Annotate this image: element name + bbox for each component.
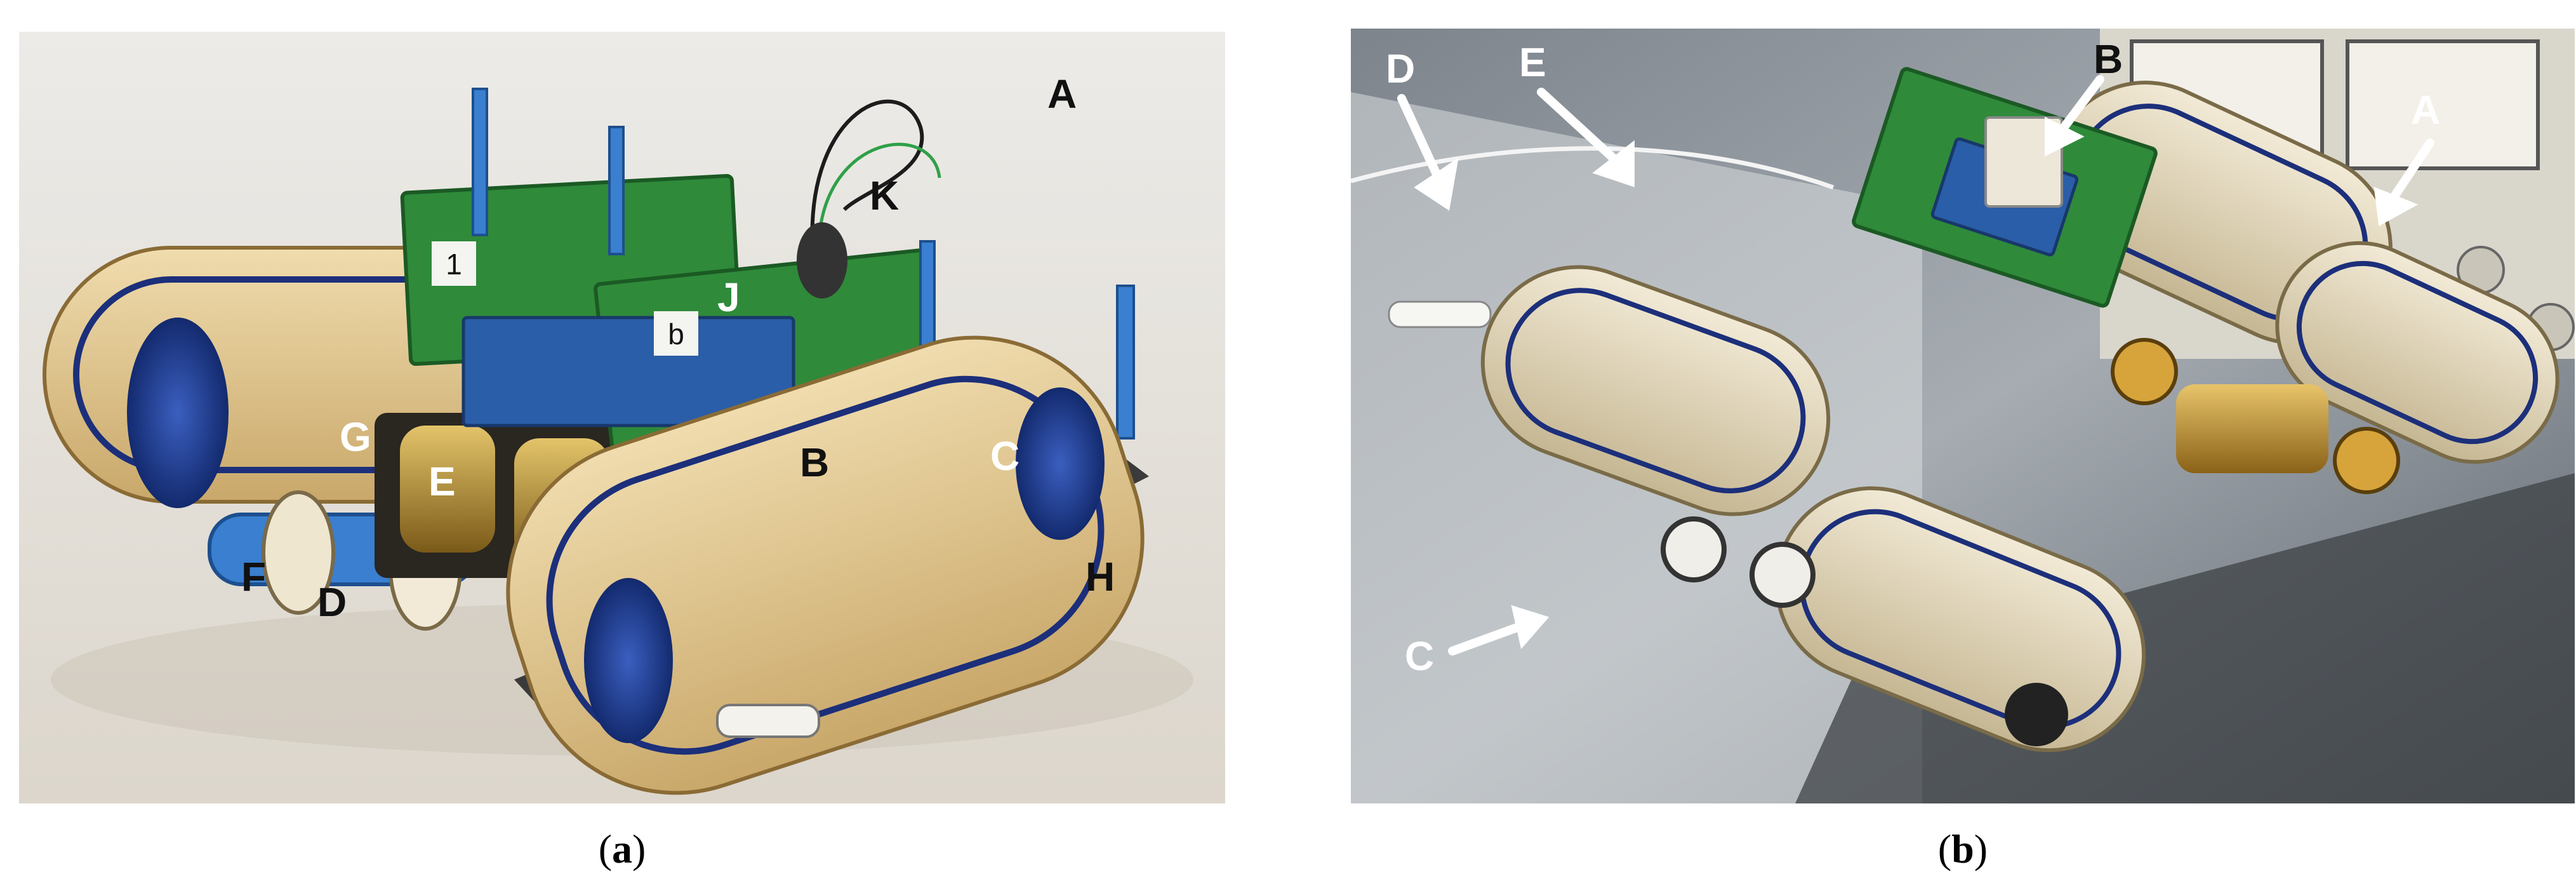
arrow-a-head — [2374, 187, 2419, 227]
track-front-right — [506, 335, 1149, 795]
label-e: E — [428, 459, 456, 504]
arrows — [1397, 75, 2434, 655]
board-mark-left — [432, 241, 476, 286]
caption-a-letter: a — [612, 826, 632, 871]
wire-green — [817, 142, 941, 242]
sprocket — [2005, 683, 2068, 746]
caption-b-open: ( — [1937, 826, 1952, 871]
arrow-a — [2387, 138, 2434, 205]
arrow-d — [1397, 94, 1444, 185]
label-a: A — [2411, 87, 2440, 133]
axle-end — [1388, 300, 1492, 328]
arrow-c — [1448, 621, 1527, 655]
label-e: E — [1519, 39, 1546, 85]
photo-panel-a: 1 b A B C D E F G H — [19, 32, 1225, 803]
label-d: D — [317, 579, 347, 625]
robot-photo-a: 1 b A B C D E F G H — [19, 32, 1225, 803]
couplers — [1388, 300, 1816, 608]
track-module-3 — [2275, 241, 2559, 464]
board-mark-right-text: b — [668, 318, 684, 351]
tube-d — [1351, 146, 1835, 190]
label-b: B — [2094, 36, 2123, 82]
label-a: A — [1047, 71, 1077, 117]
hub — [584, 578, 673, 743]
standoffs — [472, 88, 1135, 440]
label-k: K — [870, 173, 899, 218]
sensor-k — [797, 222, 847, 299]
spacer-f — [262, 490, 335, 615]
caption-b: (b) — [1938, 826, 1988, 873]
meter-right — [2346, 39, 2540, 170]
wire-black — [810, 99, 924, 248]
caption-a-close: ) — [632, 826, 646, 871]
gearbox — [2111, 338, 2400, 494]
label-c: C — [990, 433, 1019, 479]
pcb-stack — [1852, 67, 2158, 308]
board-mark-left-text: 1 — [446, 248, 462, 281]
connector — [1984, 116, 2063, 208]
hub-c — [1016, 387, 1105, 540]
photo-panel-b: A B C D E — [1351, 29, 2575, 803]
arrow-b — [2057, 75, 2104, 135]
arrow-b-head — [2045, 116, 2085, 157]
caption-b-close: ) — [1974, 826, 1988, 871]
label-h: H — [1086, 554, 1115, 600]
label-b: B — [800, 440, 829, 485]
axle-end — [716, 704, 820, 738]
label-j: J — [717, 274, 740, 320]
arrow-d-head — [1414, 158, 1459, 211]
label-f: F — [241, 554, 266, 600]
caption-a: (a) — [599, 826, 646, 873]
arrow-c-head — [1511, 605, 1550, 649]
arrow-e-head — [1592, 140, 1635, 187]
label-g: G — [340, 414, 371, 460]
label-d: D — [1386, 46, 1415, 91]
hub — [127, 318, 229, 508]
robot-photo-b: A B C D E — [1351, 29, 2575, 803]
caption-b-letter: b — [1951, 826, 1974, 871]
label-c: C — [1405, 633, 1434, 679]
track-module-1 — [1480, 265, 1831, 516]
caption-a-open: ( — [598, 826, 612, 871]
arrow-e — [1537, 88, 1622, 166]
board-mark-right — [654, 311, 698, 356]
